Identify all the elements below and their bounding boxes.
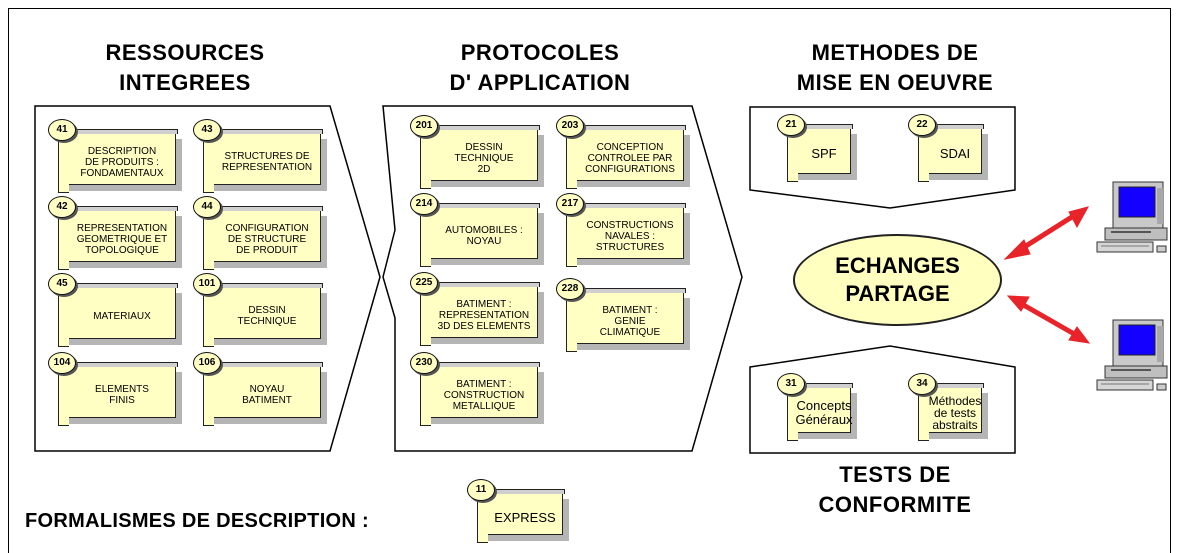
computer-icon [1096, 181, 1168, 253]
card-protocoles-225: BATIMENT : REPRESENTATION 3D DES ELEMENT… [410, 272, 544, 346]
card-ressources-104: ELEMENTS FINIS 104 [48, 352, 182, 426]
card-protocoles-214: AUTOMOBILES : NOYAU 214 [410, 193, 544, 267]
double-arrow-icon [1006, 295, 1091, 344]
card-ressources-45: MATERIAUX 45 [48, 273, 182, 347]
card-ressources-43: STRUCTURES DE REPRESENTATION 43 [193, 119, 327, 193]
card-methodes-22: SDAI 22 [908, 114, 988, 182]
card-tests-31: Concepts Généraux 31 [777, 373, 857, 441]
ellipse-line-1: ECHANGES [835, 253, 960, 278]
echanges-partage-ellipse: ECHANGES PARTAGE [793, 234, 1002, 326]
ellipse-line-2: PARTAGE [845, 281, 950, 306]
card-tests-34: Méthodes de tests abstraits 34 [908, 373, 988, 441]
card-ressources-101: DESSIN TECHNIQUE 101 [193, 273, 327, 347]
card-protocoles-230: BATIMENT : CONSTRUCTION METALLIQUE 230 [410, 352, 544, 426]
card-protocoles-203: CONCEPTION CONTROLEE PAR CONFIGURATIONS … [556, 115, 690, 189]
card-ressources-106: NOYAU BATIMENT 106 [193, 352, 327, 426]
card-ressources-44: CONFIGURATION DE STRUCTURE DE PRODUIT 44 [193, 196, 327, 270]
card-protocoles-228: BATIMENT : GENIE CLIMATIQUE 228 [556, 278, 690, 352]
computer-icon [1096, 319, 1168, 391]
formalismes-label: FORMALISMES DE DESCRIPTION : [25, 510, 369, 532]
card-protocoles-217: CONSTRUCTIONS NAVALES : STRUCTURES 217 [556, 193, 690, 267]
card-protocoles-201: DESSIN TECHNIQUE 2D 201 [410, 115, 544, 189]
double-arrow-icon [1003, 206, 1089, 260]
diagram-frame [8, 8, 1171, 553]
card-ressources-41: DESCRIPTION DE PRODUITS : FONDAMENTAUX 4… [48, 119, 182, 193]
card-ressources-42: REPRESENTATION GEOMETRIQUE ET TOPOLOGIQU… [48, 196, 182, 270]
card-methodes-21: SPF 21 [777, 114, 857, 182]
card-express-11: EXPRESS 11 [467, 479, 569, 543]
